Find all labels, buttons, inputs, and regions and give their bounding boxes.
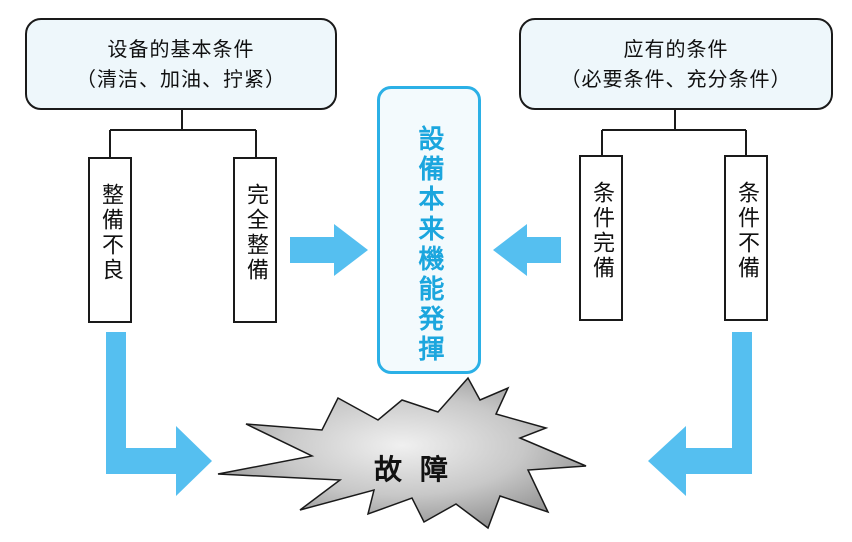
right-connector <box>601 110 747 157</box>
fault-burst-shape <box>217 376 587 530</box>
arrow-down-to-fault-right <box>648 332 752 496</box>
right-required-conditions-box: 应有的条件 （必要条件、充分条件） <box>519 18 833 110</box>
center-function-label: 設備本来機能発揮 <box>414 125 444 365</box>
left-basic-conditions-box: 设备的基本条件 （清洁、加油、拧紧） <box>25 18 337 110</box>
box-conditions-incomplete: 条件不備 <box>724 155 768 321</box>
right-required-conditions-detail: （必要条件、充分条件） <box>560 67 792 91</box>
left-basic-conditions-detail: （清洁、加油、拧紧） <box>76 67 286 91</box>
box-full-maintenance-label: 完全整備 <box>243 183 268 283</box>
right-required-conditions-title: 应有的条件 <box>623 37 729 61</box>
fault-label: 故障 <box>373 453 466 486</box>
arrow-left-to-center <box>493 224 561 276</box>
center-function-box: 設備本来機能発揮 <box>377 86 481 374</box>
arrow-right-to-center <box>290 224 368 276</box>
left-basic-conditions-title: 设备的基本条件 <box>107 37 255 61</box>
box-conditions-complete: 条件完備 <box>579 155 623 321</box>
box-poor-maintenance-label: 整備不良 <box>98 183 123 283</box>
box-poor-maintenance: 整備不良 <box>88 157 132 323</box>
box-conditions-incomplete-label: 条件不備 <box>734 181 759 281</box>
box-full-maintenance: 完全整備 <box>233 157 277 323</box>
left-connector <box>109 110 257 157</box>
arrow-down-to-fault-left <box>106 332 212 496</box>
box-conditions-complete-label: 条件完備 <box>589 181 614 281</box>
